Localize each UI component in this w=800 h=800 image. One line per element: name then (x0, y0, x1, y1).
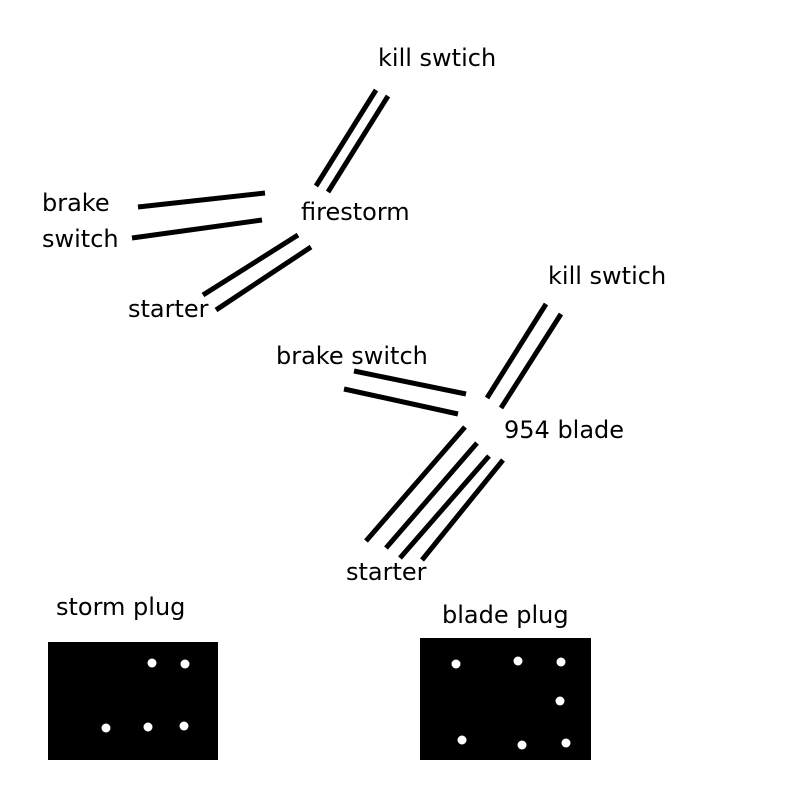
blade-brake-wire-2 (343, 386, 459, 417)
storm-plug-group: storm plug (48, 593, 218, 760)
blade-plug-pin (513, 656, 523, 666)
blade-starter-label: starter (346, 558, 427, 586)
blade-plug-pin (451, 659, 461, 669)
blade-starter-wire-1 (364, 425, 467, 543)
blade-plug-pin (555, 696, 565, 706)
storm-plug-pin (180, 659, 190, 669)
firestorm-brake-wire-1 (137, 190, 266, 210)
firestorm-starter-wire-1 (201, 232, 300, 298)
firestorm-kill-wire-2 (325, 94, 391, 194)
blade-kill-wire-1 (484, 302, 549, 400)
storm-plug-connector (48, 642, 218, 760)
blade-starter-wire-2 (384, 441, 479, 550)
blade-plug-pin (561, 738, 571, 748)
blade-starter-wire-4 (420, 458, 505, 562)
firestorm-kill-wire-1 (313, 88, 379, 188)
blade-plug-group: blade plug (420, 601, 591, 760)
firestorm-starter-label: starter (128, 295, 209, 323)
blade-plug-pin (517, 740, 527, 750)
firestorm-center-label: firestorm (301, 198, 410, 226)
blade-brake-switch-label: brake switch (276, 342, 428, 370)
blade-kill-switch-label: kill swtich (548, 262, 666, 290)
blade-plug-pin (556, 657, 566, 667)
blade-kill-wire-2 (498, 312, 564, 410)
blade-brake-wire-1 (353, 368, 467, 397)
firestorm-brake-label-line2: switch (42, 225, 119, 253)
storm-plug-pin (147, 658, 157, 668)
firestorm-brake-label-line1: brake (42, 189, 110, 217)
storm-plug-label: storm plug (56, 593, 185, 621)
blade-center-label: 954 blade (504, 416, 624, 444)
storm-plug-pin (143, 722, 153, 732)
blade-plug-pin (457, 735, 467, 745)
firestorm-group: kill swtich brake switch firestorm start… (42, 44, 496, 323)
storm-plug-pin (101, 723, 111, 733)
blade-starter-wire-3 (398, 454, 491, 560)
firestorm-starter-wire-2 (214, 244, 313, 313)
storm-plug-pin (179, 721, 189, 731)
blade-plug-label: blade plug (442, 601, 569, 629)
firestorm-brake-wire-2 (131, 217, 263, 241)
firestorm-kill-switch-label: kill swtich (378, 44, 496, 72)
blade-group: kill swtich brake switch 954 blade start… (276, 262, 666, 586)
